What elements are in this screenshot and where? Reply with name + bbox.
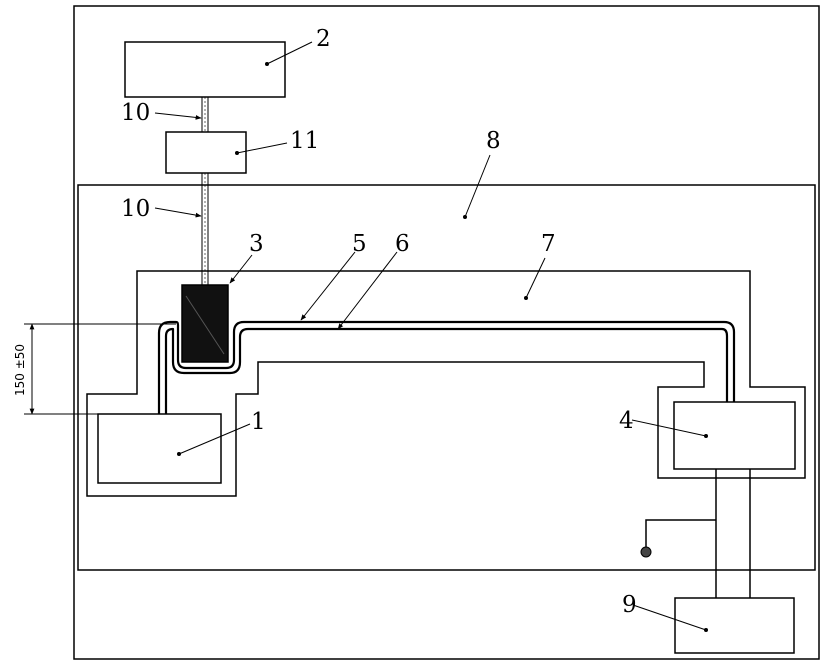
component-3-diagonal: [185, 295, 225, 355]
label-3: 3: [249, 231, 264, 257]
label-4: 4: [619, 408, 634, 434]
label-5: 5: [352, 231, 367, 257]
label-1: 1: [251, 409, 266, 435]
outer-frame: [73, 5, 820, 660]
component-9-box: [674, 597, 795, 654]
label-11: 11: [290, 128, 319, 154]
region-7-outline: [86, 270, 806, 497]
label-6: 6: [395, 231, 410, 257]
component-2-box: [124, 41, 286, 98]
component-1-box: [97, 413, 222, 484]
component-11-box: [165, 131, 247, 174]
ground-node: [640, 546, 652, 558]
label-2: 2: [316, 26, 331, 52]
label-7: 7: [541, 231, 556, 257]
dimension-marker: [24, 323, 176, 415]
leader-lines: [178, 41, 707, 631]
arrow-leaders: [154, 112, 398, 330]
cable-10: [201, 97, 209, 285]
leader-dots: [177, 62, 708, 632]
label-10-upper: 10: [121, 100, 150, 126]
label-9: 9: [622, 592, 637, 618]
housing-8: [77, 184, 816, 571]
label-10-lower: 10: [121, 196, 150, 222]
component-4-box: [673, 401, 796, 470]
dimension-label: 150 ±50: [13, 344, 27, 396]
tubes-5-6: [157, 320, 736, 414]
label-8: 8: [486, 128, 501, 154]
connection-4-9: [645, 469, 751, 598]
